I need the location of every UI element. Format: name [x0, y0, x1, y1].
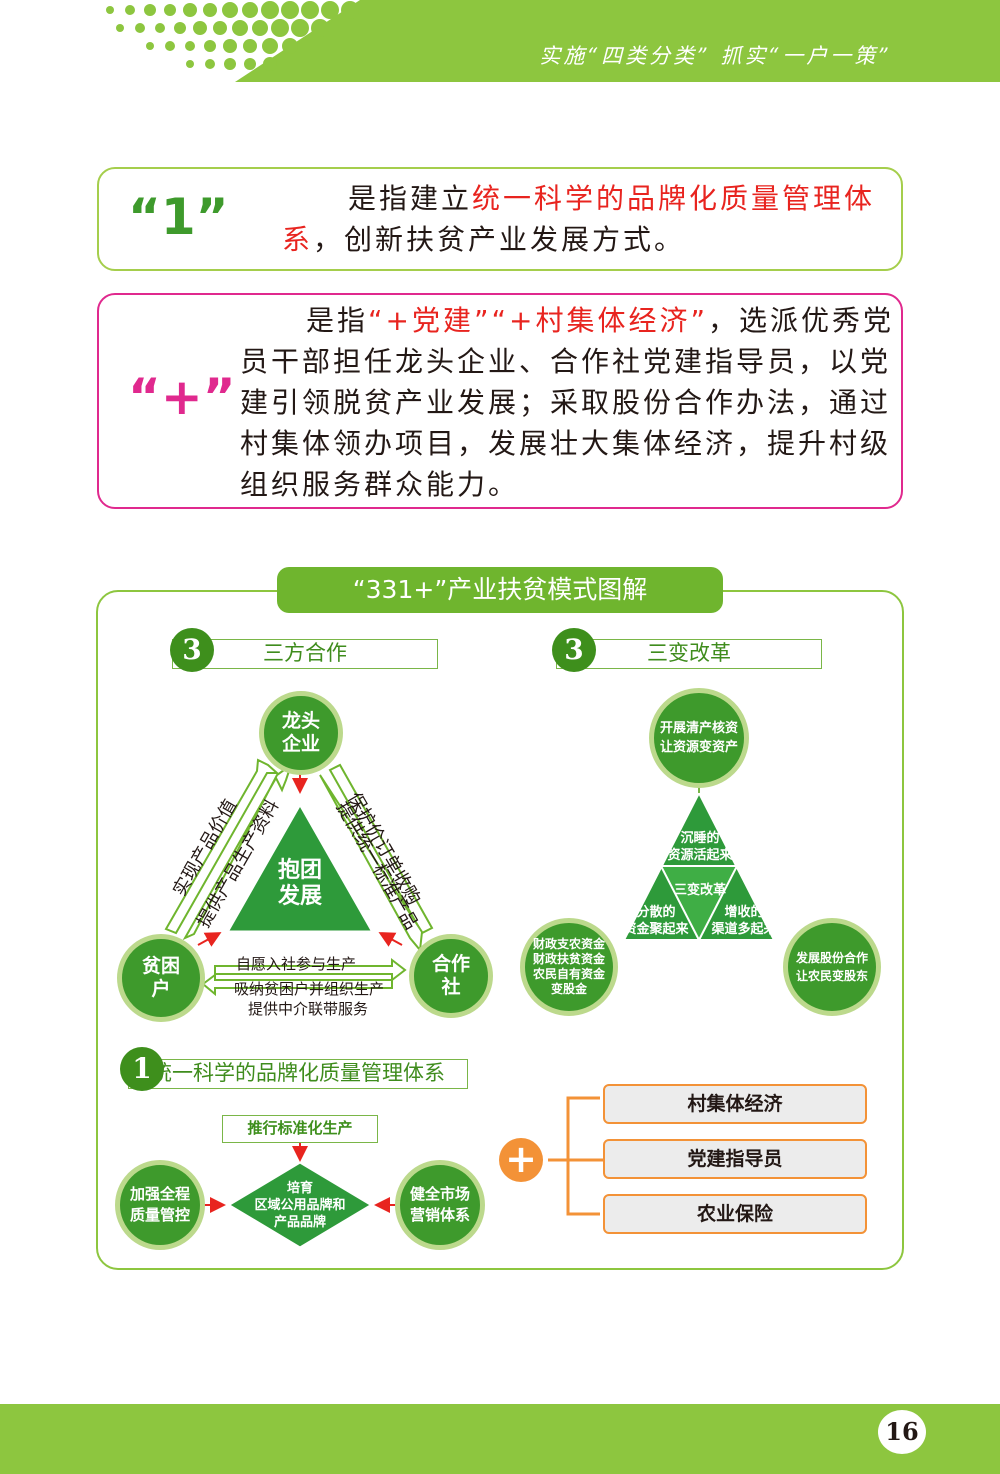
plus-item-village-economy: 村集体经济: [603, 1084, 867, 1124]
brand-left-circle: 加强全程 质量管控: [115, 1160, 205, 1250]
center-develop-together: 抱团 发展: [277, 858, 322, 909]
box1-highlight: 统一科学的品牌化质量管理体系: [282, 182, 876, 256]
brand-heading: 统一科学的品牌化质量管理体系: [128, 1059, 468, 1089]
node-poor-household: 贫困 户: [117, 934, 205, 1022]
brand-right-circle: 健全市场 营销体系: [395, 1160, 485, 1250]
definition-box-1: [97, 167, 903, 271]
reform-tri-right: 增收的 渠道多起来: [711, 905, 777, 937]
cooperation-heading: 三方合作: [172, 639, 438, 669]
box2-text-before: 是指: [306, 304, 369, 337]
diagram-title: “331+”产业扶贫模式图解: [277, 567, 723, 613]
reform-number: 3: [552, 628, 596, 672]
box2-paragraph: 是指“+党建”“+村集体经济”，选派优秀党员干部担任龙头企业、合作社党建指导员，…: [240, 300, 896, 505]
reform-left-circle: 财政支农资金 财政扶贫资金 农民自有资金 变股金: [520, 918, 618, 1016]
reform-heading: 三变改革: [556, 639, 822, 669]
brand-number: 1: [120, 1047, 164, 1091]
cooperation-number: 3: [170, 628, 214, 672]
box1-text-before: 是指建立: [348, 182, 473, 215]
node-cooperative: 合作 社: [409, 934, 493, 1018]
page-number: 16: [878, 1410, 926, 1454]
box1-paragraph: 是指建立统一科学的品牌化质量管理体系，创新扶贫产业发展方式。: [282, 178, 894, 260]
node-leading-enterprise: 龙头 企业: [259, 691, 343, 775]
bottom-double-arrow: [201, 957, 407, 997]
plus-item-party-instructor: 党建指导员: [603, 1139, 867, 1179]
plus-icon: +: [499, 1138, 543, 1182]
box1-text-after: ，创新扶贫产业发展方式。: [313, 223, 686, 256]
dot-pattern: [106, 1, 359, 71]
center-triangle: [224, 800, 376, 934]
header-band: [106, 0, 1000, 82]
reform-tri-top: 沉睡的 资源活起来: [667, 831, 733, 863]
label-one: “1”: [128, 188, 229, 246]
reform-top-circle: 开展清产核资 让资源变资产: [649, 688, 749, 788]
bottom-text-1: 自愿入社参与生产: [236, 955, 357, 973]
reform-tri-center: 三变改革: [673, 883, 726, 898]
brand-diamond: [225, 1160, 375, 1250]
brand-center-text: 培育 区域公用品牌和 产品品牌: [254, 1181, 346, 1230]
plus-item-agri-insurance: 农业保险: [603, 1194, 867, 1234]
footer-band: [0, 1404, 1000, 1474]
definition-box-plus: [97, 293, 903, 509]
header-title: 实施“四类分类” 抓实“一户一策”: [539, 44, 892, 68]
reform-tri-left: 分散的 资金聚起来: [623, 905, 689, 937]
bottom-text-3: 提供中介联带服务: [248, 1000, 369, 1018]
box2-highlight: “+党建”“+村集体经济”: [368, 304, 708, 337]
box2-text-after: ，选派优秀党员干部担任龙头企业、合作社党建指导员，以党建引领脱贫产业发展；采取股…: [240, 304, 894, 501]
bottom-text-2: 吸纳贫困户并组织生产: [234, 980, 385, 998]
standard-production-box: 推行标准化生产: [222, 1115, 378, 1143]
label-plus: “+”: [128, 368, 236, 426]
reform-right-circle: 发展股份合作 让农民变股东: [783, 918, 881, 1016]
